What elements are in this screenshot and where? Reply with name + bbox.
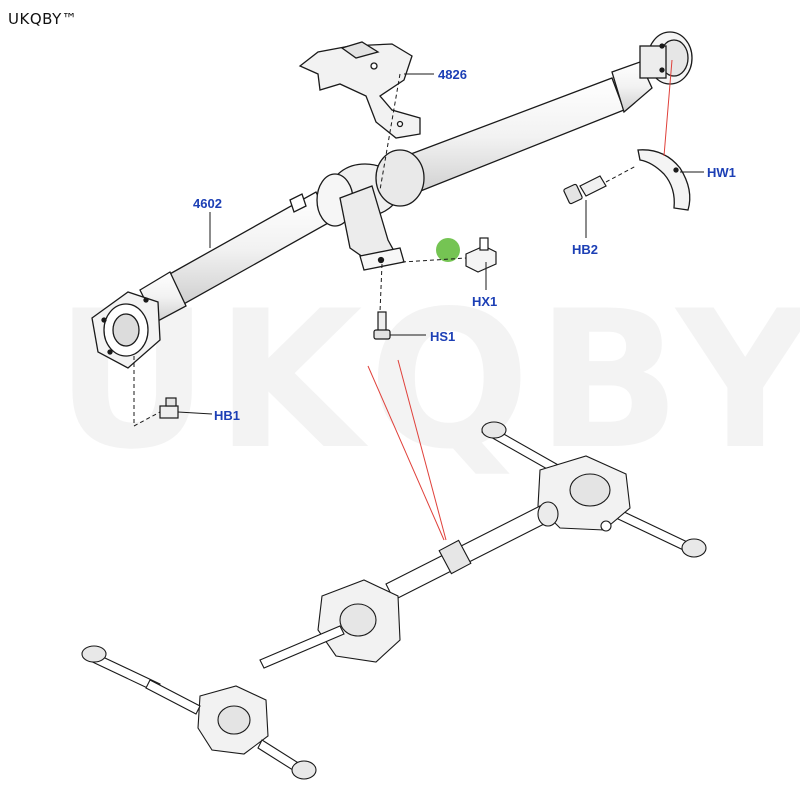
callout-4602: 4602	[193, 196, 222, 211]
callout-hx1: HX1	[472, 294, 498, 309]
center-bearing-bracket	[339, 185, 405, 271]
callout-hb1: HB1	[214, 408, 241, 423]
callout-hb2: HB2	[572, 242, 599, 257]
assembly-guides	[133, 73, 637, 427]
callout-leaders	[177, 73, 704, 415]
highlight-marker	[436, 238, 460, 262]
heat-shield-hw1	[637, 149, 691, 211]
callout-4826: 4826	[438, 67, 467, 82]
drivetrain-overview	[81, 421, 707, 780]
bolt-hs1	[373, 311, 391, 340]
bracket-hx1	[465, 237, 497, 273]
bracket-4826	[298, 41, 421, 139]
callout-hs1: HS1	[430, 329, 456, 344]
bolt-hb2	[563, 175, 607, 205]
red-reference-lines	[367, 59, 673, 541]
callout-hw1: HW1	[707, 165, 736, 180]
bolt-hb1	[159, 397, 179, 419]
brand-mark: UKQBY™	[8, 10, 78, 28]
drive-shaft-4602	[91, 31, 693, 369]
